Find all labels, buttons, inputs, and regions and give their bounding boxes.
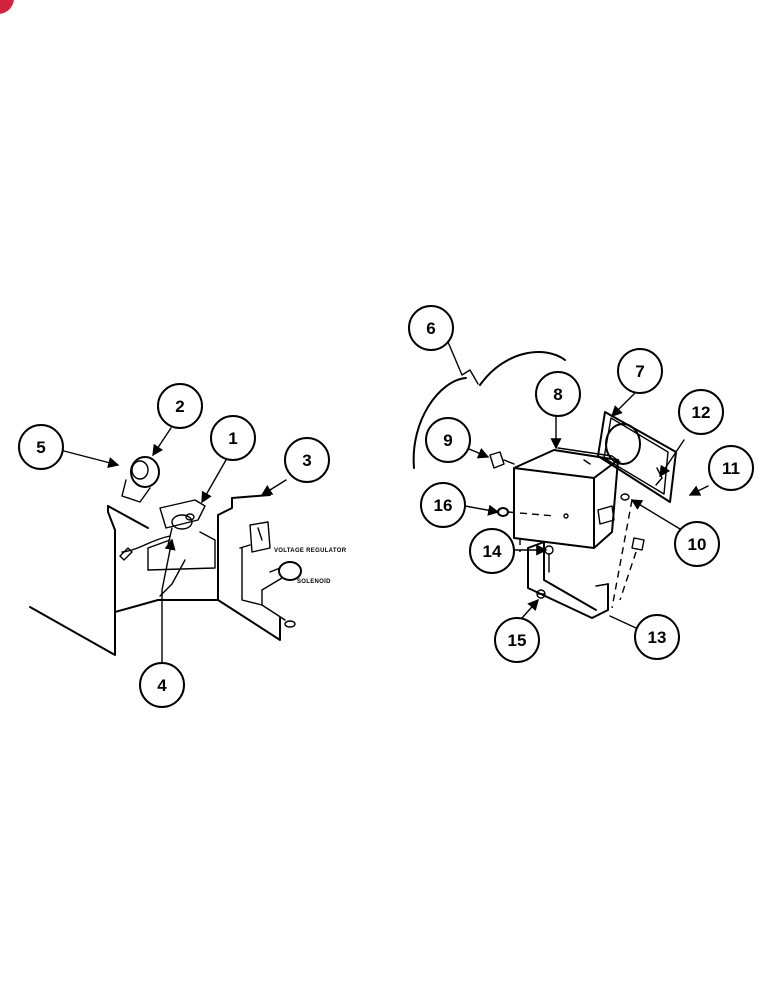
svg-text:9: 9: [443, 431, 452, 450]
callout-3: 3: [284, 437, 330, 483]
svg-text:12: 12: [692, 403, 711, 422]
label-voltage-regulator: VOLTAGE REGULATOR: [274, 548, 347, 554]
corner-mark: [0, 0, 14, 14]
callout-12: 12: [678, 389, 724, 435]
svg-text:4: 4: [157, 676, 167, 695]
svg-text:15: 15: [508, 631, 527, 650]
callout-5: 5: [18, 424, 64, 470]
callout-4: 4: [139, 662, 185, 708]
right-assembly: [412, 341, 677, 619]
svg-text:16: 16: [434, 496, 453, 515]
svg-text:8: 8: [553, 385, 562, 404]
svg-text:2: 2: [175, 397, 184, 416]
callout-8: 8: [535, 371, 581, 417]
svg-text:11: 11: [722, 459, 740, 478]
callout-6: 6: [408, 305, 454, 351]
svg-text:14: 14: [483, 542, 502, 561]
svg-text:10: 10: [688, 535, 707, 554]
callout-10: 10: [674, 521, 720, 567]
label-solenoid: SOLENOID: [297, 579, 331, 585]
callout-2: 2: [157, 383, 203, 429]
svg-text:1: 1: [228, 429, 237, 448]
svg-text:13: 13: [648, 628, 667, 647]
svg-text:6: 6: [426, 319, 435, 338]
callout-1: 1: [210, 415, 256, 461]
svg-text:7: 7: [635, 362, 644, 381]
svg-text:3: 3: [302, 451, 311, 470]
callout-13: 13: [634, 614, 680, 660]
callout-9: 9: [425, 417, 471, 463]
right-leaders: [461, 389, 709, 629]
callout-14: 14: [469, 528, 515, 574]
left-assembly: VOLTAGE REGULATOR SOLENOID: [29, 456, 347, 656]
svg-text:5: 5: [36, 438, 45, 457]
callout-16: 16: [420, 482, 466, 528]
callout-7: 7: [617, 348, 663, 394]
callout-15: 15: [494, 617, 540, 663]
callout-11: 11: [708, 445, 754, 491]
left-leaders: [63, 427, 287, 663]
